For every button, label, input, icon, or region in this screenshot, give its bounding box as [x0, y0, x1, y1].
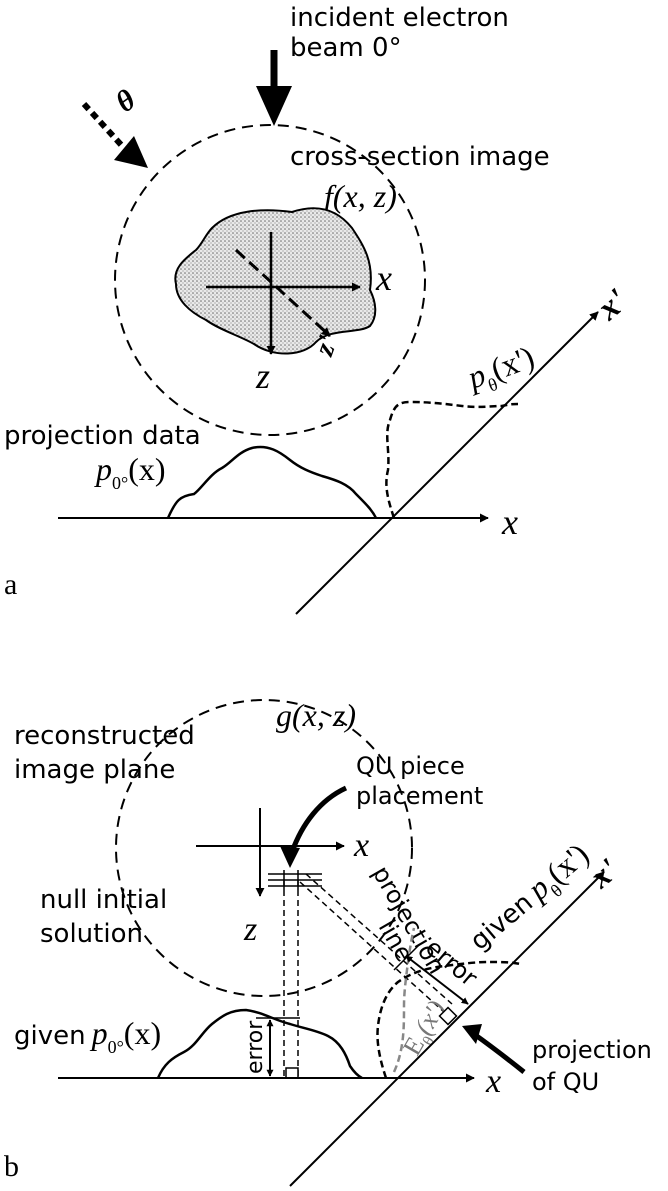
axis-z-prime-label: z' — [308, 331, 344, 360]
panel-b: g(x, z) reconstructed image plane QU pie… — [4, 697, 652, 1187]
beam-text-line2: beam 0° — [290, 33, 402, 63]
reconstructed-line2: image plane — [14, 755, 175, 785]
reconstructed-line1: reconstructed — [14, 721, 195, 751]
projection-of-qu-line1: projection — [532, 1036, 652, 1064]
baseline-x-label-b: x — [485, 1063, 501, 1100]
reconstructed-circle — [115, 699, 413, 997]
error-vertical-label: error — [243, 1020, 268, 1074]
object-circle — [114, 124, 426, 436]
p-theta-curve — [385, 400, 519, 519]
qu-placement-arrowhead — [280, 846, 300, 868]
axis-z-label-b: z — [243, 911, 257, 948]
given-p-zero-curve — [156, 1008, 363, 1080]
qu-projection-box — [438, 1006, 458, 1026]
projection-of-qu-line2: of QU — [532, 1068, 599, 1096]
z-prime-axis-arrow — [234, 248, 332, 338]
incident-beam-arrow — [256, 50, 292, 126]
x-prime-axis — [295, 311, 599, 615]
p-zero-label: p0°(x) — [94, 451, 166, 493]
x-prime-axis-b — [289, 871, 605, 1187]
axis-x-label-b: x — [353, 827, 369, 864]
beam-text-line1: incident electron — [290, 3, 509, 33]
panel-b-label: b — [4, 1150, 19, 1183]
qu-placement-arrow — [289, 785, 348, 853]
object-shape — [174, 207, 377, 355]
null-initial-line1: null initial — [40, 885, 167, 915]
axis-x-prime-label: x' — [590, 282, 635, 328]
axis-x-label: x — [375, 258, 392, 298]
qu-piece-line1: QU piece — [356, 752, 465, 780]
qu-baseline-box — [285, 1067, 299, 1079]
cross-section-label: cross-section image — [290, 142, 550, 172]
qu-piece — [268, 870, 322, 890]
qu-piece-line2: placement — [356, 782, 483, 810]
panel-a-label: a — [4, 568, 17, 601]
f-xz-label: f(x, z) — [324, 178, 397, 214]
projection-of-qu-arrowhead — [462, 1024, 482, 1044]
p-theta-label: pθ(x') — [461, 339, 541, 402]
axis-z-label: z — [255, 356, 270, 396]
panel-a: incident electron beam 0° θ cross-sectio… — [4, 3, 635, 615]
baseline-x-label: x — [501, 502, 518, 542]
theta-label: θ — [110, 83, 142, 119]
p-zero-curve — [166, 445, 378, 519]
error-diagonal-tick-1 — [393, 943, 421, 971]
projection-data-label: projection data — [4, 421, 201, 451]
g-xz-label: g(x, z) — [276, 697, 356, 733]
theta-beam-arrow — [81, 101, 148, 168]
null-initial-line2: solution — [40, 919, 143, 949]
error-diagonal-arrow — [405, 955, 469, 1005]
